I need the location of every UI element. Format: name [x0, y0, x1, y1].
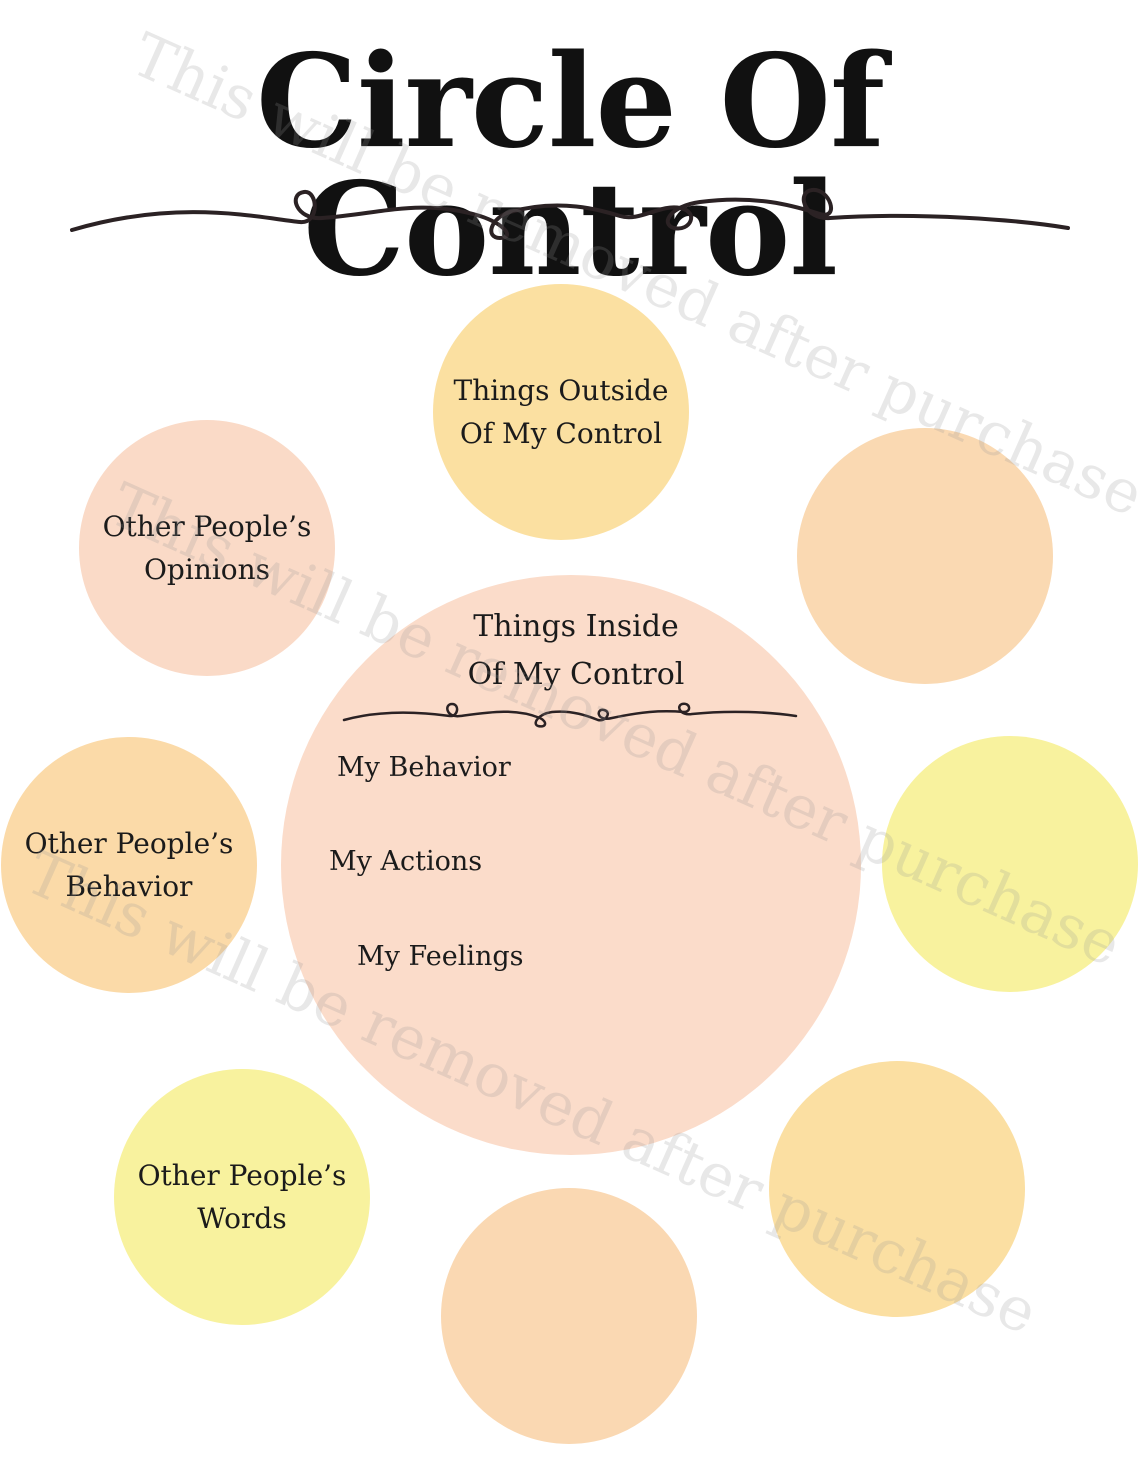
circle-label-line2: Of My Control: [459, 417, 663, 450]
circle-others-opinions: Other People’s Opinions: [79, 420, 335, 676]
page-title: Circle Of Control: [255, 27, 885, 305]
center-circle-inside-control: [281, 575, 861, 1155]
circle-label-line2: Opinions: [143, 553, 271, 586]
circle-label-line2: Words: [197, 1202, 287, 1235]
circle-empty-mid-right[interactable]: [882, 736, 1138, 992]
circle-label-line1: Other People’s: [24, 826, 234, 860]
circle-label-line1: Other People’s: [137, 1158, 347, 1192]
inside-control-title-line2: Of My Control: [467, 657, 685, 692]
circle-empty-lower-right[interactable]: [769, 1061, 1025, 1317]
circle-things-outside-control: Things Outside Of My Control: [433, 284, 689, 540]
title-flourish-divider: [70, 188, 1070, 241]
inside-item-feelings: My Feelings: [357, 941, 524, 972]
circle-empty-upper-right[interactable]: [797, 428, 1053, 684]
inside-control-title: Things Inside Of My Control: [421, 603, 731, 699]
circle-others-behavior: Other People’s Behavior: [1, 737, 257, 993]
circle-empty-bottom[interactable]: [441, 1188, 697, 1444]
inside-control-title-line1: Things Inside: [473, 609, 679, 644]
inside-item-behavior: My Behavior: [337, 752, 511, 783]
inside-item-actions: My Actions: [329, 846, 483, 877]
circle-label-line1: Other People’s: [102, 509, 312, 543]
circle-label-line2: Behavior: [65, 870, 193, 903]
circle-label-line1: Things Outside: [453, 373, 669, 407]
inner-flourish-divider: [342, 702, 798, 728]
circle-others-words: Other People’s Words: [114, 1069, 370, 1325]
